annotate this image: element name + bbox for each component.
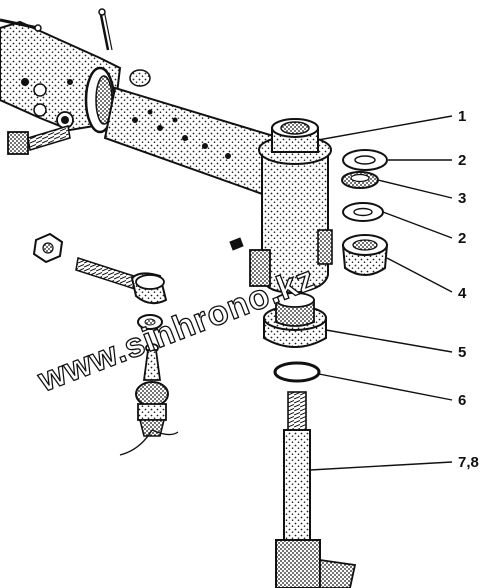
pinion-bush xyxy=(263,292,327,348)
leader-5 xyxy=(325,329,453,353)
washer-upper xyxy=(342,149,388,171)
callout-label: 6 xyxy=(458,392,466,409)
leader-4 xyxy=(386,257,453,293)
leader-lines xyxy=(309,115,453,471)
callout-label: 2 xyxy=(458,152,466,169)
bearing-bush xyxy=(341,234,389,276)
callout-label: 2 xyxy=(458,230,466,247)
pinion-housing xyxy=(249,118,333,294)
ball-pin xyxy=(119,343,179,456)
leader-1 xyxy=(317,115,453,141)
clamp-bolt xyxy=(7,125,71,155)
callout-label: 1 xyxy=(458,108,466,125)
washer-lower xyxy=(342,202,384,222)
leader-3 xyxy=(377,179,453,199)
clamp-ring xyxy=(84,66,151,134)
tie-rod-end xyxy=(75,257,168,305)
callout-label: 5 xyxy=(458,344,466,361)
leader-78 xyxy=(309,461,453,471)
o-ring xyxy=(273,361,321,383)
cotter-pin xyxy=(98,8,113,51)
callout-label: 3 xyxy=(458,190,466,207)
callout-label: 7,8 xyxy=(458,454,479,471)
rod-pin xyxy=(0,18,42,32)
hex-nut xyxy=(32,232,64,264)
spring-washer xyxy=(341,171,379,189)
pinion-shaft xyxy=(275,391,357,588)
leader-6 xyxy=(318,373,453,401)
grease-nipple xyxy=(229,237,244,251)
leader-2b xyxy=(382,211,453,239)
ball-joint-washer xyxy=(137,314,163,330)
callout-label: 4 xyxy=(458,285,467,302)
rack-tube xyxy=(103,86,282,198)
